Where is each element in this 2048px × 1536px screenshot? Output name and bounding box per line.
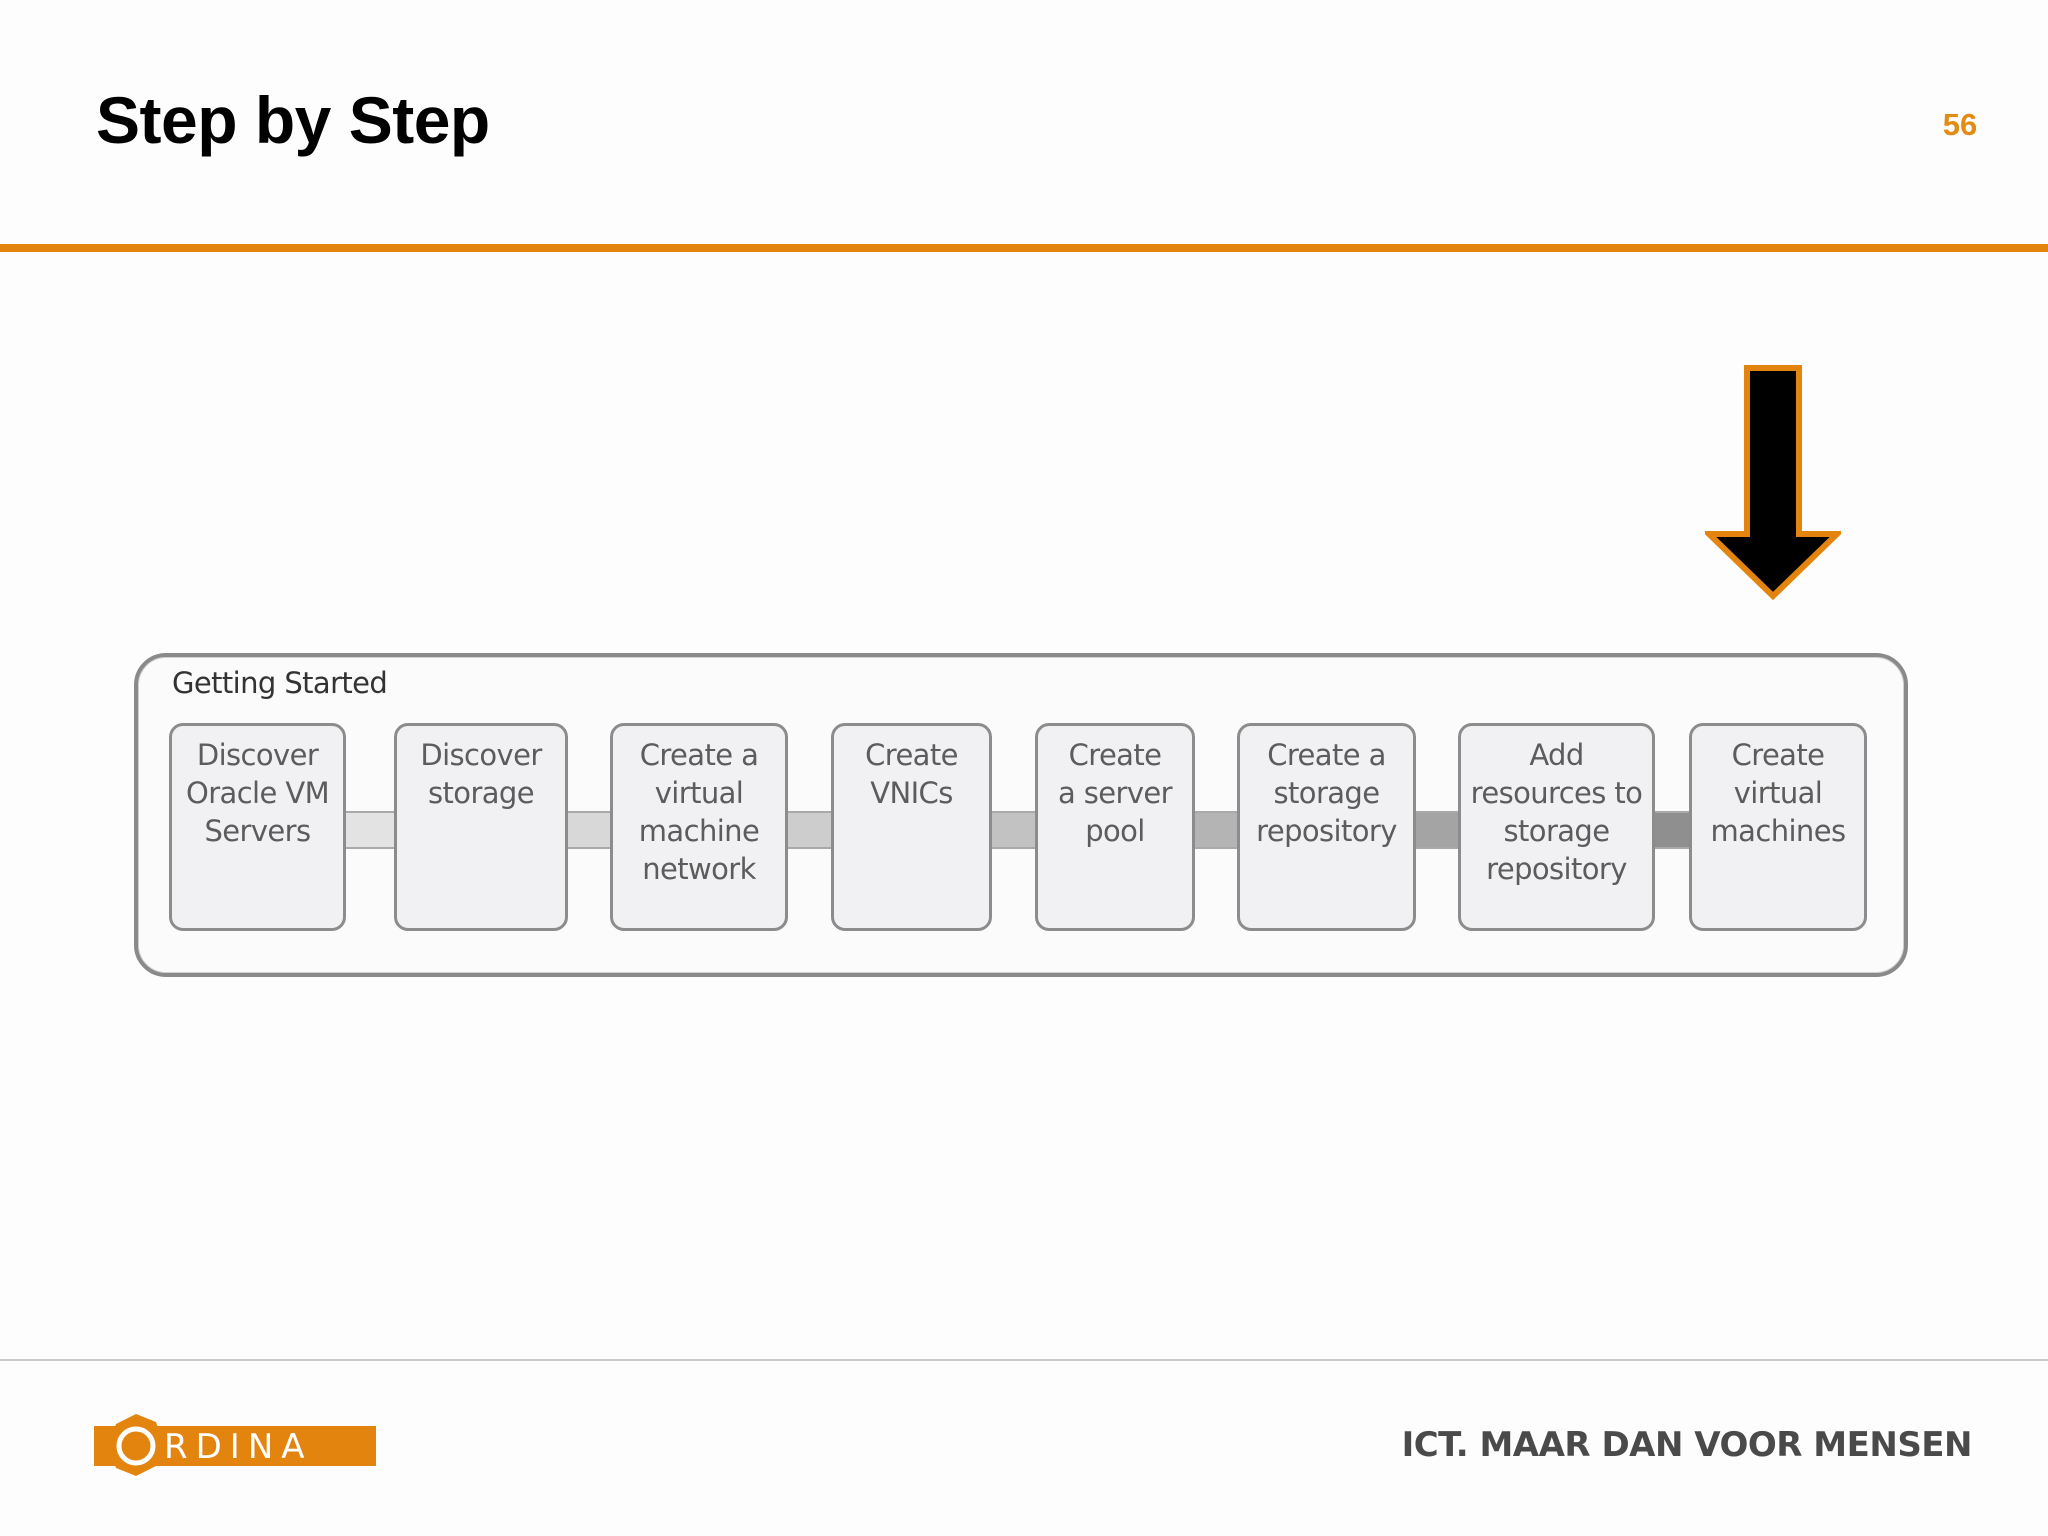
step-box-highlighted: Create virtual machines bbox=[1689, 723, 1867, 931]
page-number: 56 bbox=[1942, 107, 1978, 142]
step-box: Create a virtual machine network bbox=[610, 723, 788, 931]
step-box: Discover Oracle VM Servers bbox=[169, 723, 346, 931]
step-connector bbox=[990, 811, 1036, 849]
step-connector bbox=[1193, 811, 1239, 849]
step-label: Create a storage repository bbox=[1256, 738, 1397, 848]
footer-rule bbox=[0, 1359, 2048, 1361]
slide-title: Step by Step bbox=[96, 83, 490, 157]
step-connector bbox=[344, 811, 396, 849]
step-label: Create VNICs bbox=[865, 738, 958, 810]
step-box: Create a storage repository bbox=[1237, 723, 1416, 931]
step-label: Discover Oracle VM Servers bbox=[185, 738, 330, 848]
step-box: Discover storage bbox=[394, 723, 568, 931]
step-box: Add resources to storage repository bbox=[1458, 723, 1655, 931]
step-label: Create a virtual machine network bbox=[638, 738, 760, 886]
step-connector bbox=[1653, 811, 1691, 849]
step-label: Discover storage bbox=[420, 738, 542, 810]
svg-text:RDINA: RDINA bbox=[164, 1427, 313, 1467]
step-connector bbox=[1414, 811, 1460, 849]
ordina-logo: RDINA bbox=[94, 1414, 376, 1476]
down-arrow-icon bbox=[1705, 365, 1841, 600]
header-rule bbox=[0, 244, 2048, 252]
step-connector bbox=[786, 811, 832, 849]
panel-title: Getting Started bbox=[172, 666, 388, 700]
step-box: Create VNICs bbox=[831, 723, 992, 931]
step-box: Create a server pool bbox=[1035, 723, 1195, 931]
tagline: ICT. MAAR DAN VOOR MENSEN bbox=[1401, 1425, 1973, 1465]
step-label: Add resources to storage repository bbox=[1470, 738, 1643, 886]
step-label: Create a server pool bbox=[1058, 738, 1173, 848]
step-connector bbox=[566, 811, 612, 849]
step-label: Create virtual machines bbox=[1710, 738, 1847, 848]
